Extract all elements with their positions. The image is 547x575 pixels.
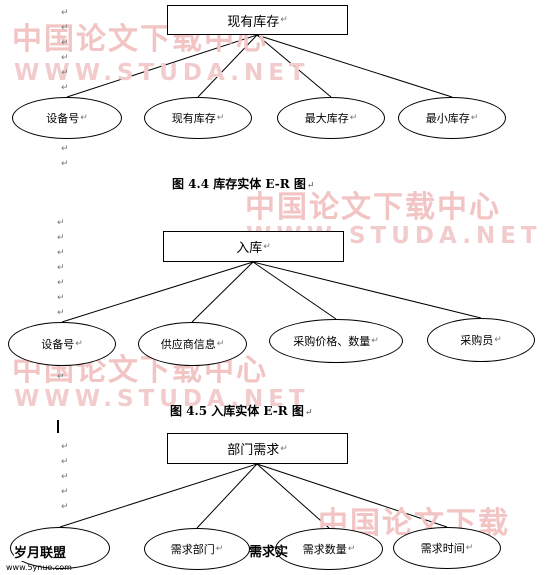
edge-d1-current-stock	[197, 34, 258, 98]
edge-d2-purchaser	[252, 261, 482, 319]
text-cursor	[57, 420, 59, 433]
attribute-min-stock: 最小库存↵	[398, 97, 506, 139]
watermark-site-name: 岁月联盟	[14, 542, 67, 561]
caption-figure-4-5: 图 4.5 入库实体 E-R 图↵	[170, 404, 313, 418]
edge-d2-supplier-info	[191, 261, 254, 323]
attribute-supplier-info: 供应商信息↵	[138, 322, 247, 366]
partial-caption-text: 需求实	[249, 545, 289, 560]
attribute-demand-time: 需求时间↵	[393, 527, 501, 569]
attribute-purchase-price-qty: 采购价格、数量↵	[269, 319, 403, 363]
edge-d3-demand-dept	[196, 463, 258, 529]
edge-d2-purchase-price	[252, 261, 337, 320]
edge-d1-max-stock	[256, 34, 332, 98]
edge-d1-device-id	[66, 34, 258, 98]
edge-d2-device-id	[61, 261, 254, 323]
edge-d3-demand-qty	[256, 463, 330, 529]
entity-inventory: 现有库存↵	[167, 5, 348, 35]
attribute-device-id: 设备号↵	[12, 97, 122, 139]
edge-d1-min-stock	[256, 34, 453, 98]
paragraph-marks: ↵↵↵↵↵	[61, 442, 69, 512]
attribute-max-stock: 最大库存↵	[277, 97, 385, 139]
paragraph-marks: ↵↵↵↵↵↵↵	[57, 218, 65, 318]
paragraph-marks: ↵↵	[61, 144, 69, 169]
caption-figure-4-4: 图 4.4 库存实体 E-R 图↵	[172, 177, 315, 191]
paragraph-marks: ↵↵↵↵↵↵	[61, 8, 69, 93]
entity-stock-in: 入库↵	[163, 231, 344, 262]
entity-department-demand: 部门需求↵	[167, 433, 348, 464]
attribute-demand-department: 需求部门↵	[144, 528, 250, 570]
edge-d3-demand-time	[256, 463, 448, 528]
attribute-demand-quantity: 需求数量↵	[275, 528, 383, 570]
attribute-device-id: 设备号↵	[8, 322, 116, 366]
attribute-current-stock: 现有库存↵	[144, 97, 252, 139]
edge-d3-partial-hidden	[59, 463, 258, 528]
attribute-purchaser: 采购员↵	[427, 318, 535, 362]
watermark-site-url: www.5ynue.com	[6, 563, 72, 572]
